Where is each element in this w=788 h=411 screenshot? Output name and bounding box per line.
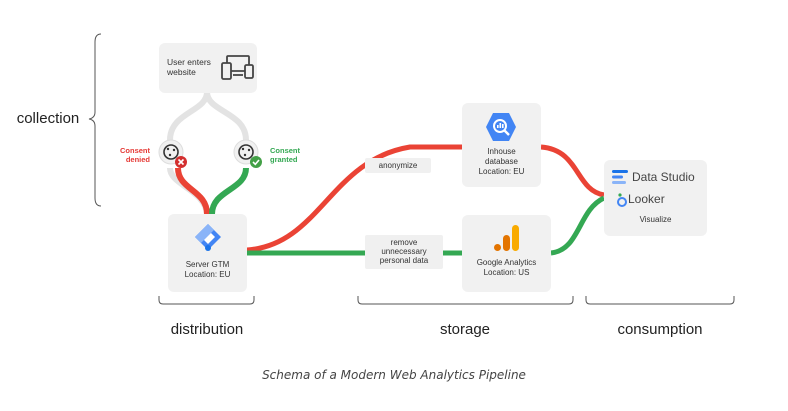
visualize-label: Visualize [639, 215, 672, 224]
user-text-line2: website [167, 67, 196, 77]
user-node-label: User enters website [167, 57, 217, 77]
server-gtm-line1: Server GTM [185, 260, 230, 269]
stage-distribution-label: distribution [170, 321, 244, 338]
server-gtm-line2: Location: EU [184, 270, 231, 279]
storage-bracket [357, 296, 574, 305]
path-denied-to-gtm [175, 167, 210, 215]
stage-collection-label: collection [16, 110, 80, 127]
stage-consumption-label: consumption [617, 321, 703, 338]
visualize-node: Data Studio Looker Visualize [604, 160, 707, 236]
anonymize-text: anonymize [378, 161, 418, 170]
inhouse-db-line2: database [485, 157, 518, 166]
google-analytics-label: Google Analytics Location: US [462, 258, 551, 278]
user-text-line1: User enters [167, 57, 211, 67]
ga-line2: Location: US [483, 268, 530, 277]
path-granted-to-gtm [209, 167, 249, 215]
user-website-node: User enters website [159, 43, 257, 93]
devices-icon [221, 55, 254, 80]
inhouse-db-line3: Location: EU [478, 167, 525, 176]
looker-label: Looker [628, 192, 665, 206]
remove-personal-data-label: remove unnecessary personal data [365, 235, 443, 269]
path-gtm-to-inhouse [246, 144, 462, 253]
looker-icon [617, 193, 627, 207]
inhouse-db-label: Inhouse database Location: EU [462, 147, 541, 177]
ga-line1: Google Analytics [476, 258, 537, 267]
inhouse-db-line1: Inhouse [487, 147, 516, 156]
path-user-to-granted [204, 91, 249, 141]
path-ga-to-visualize [550, 195, 606, 256]
path-user-to-denied [167, 91, 210, 141]
diagram-caption: Schema of a Modern Web Analytics Pipelin… [262, 368, 526, 382]
tag-manager-icon [195, 224, 221, 251]
consent-granted-line1: Consent [270, 146, 300, 155]
data-studio-label: Data Studio [632, 170, 695, 184]
server-gtm-label: Server GTM Location: EU [168, 260, 247, 280]
consent-denied-label: Consent denied [116, 146, 150, 164]
collection-brace [88, 33, 102, 207]
remove-pd-line3: personal data [379, 256, 429, 265]
consent-granted-label: Consent granted [270, 146, 310, 164]
path-denied-continue-gray [167, 167, 210, 215]
distribution-bracket [158, 296, 255, 305]
remove-pd-line1: remove [390, 238, 418, 247]
bigquery-icon [486, 113, 516, 141]
stage-storage-label: storage [439, 321, 491, 338]
path-inhouse-to-visualize [540, 144, 605, 198]
consumption-bracket [585, 296, 735, 305]
data-studio-icon [612, 170, 628, 184]
consent-granted-line2: granted [270, 155, 298, 164]
inhouse-database-node: Inhouse database Location: EU [462, 103, 541, 187]
remove-pd-line2: unnecessary [381, 247, 427, 256]
google-analytics-icon [494, 225, 519, 251]
consent-denied-line2: denied [125, 155, 150, 164]
server-gtm-node: Server GTM Location: EU [168, 214, 247, 292]
consent-denied-cookie-icon [158, 139, 187, 168]
google-analytics-node: Google Analytics Location: US [462, 215, 551, 292]
consent-denied-line1: Consent [120, 146, 150, 155]
consent-granted-cookie-icon [233, 139, 262, 168]
anonymize-transform-label: anonymize [365, 158, 431, 173]
